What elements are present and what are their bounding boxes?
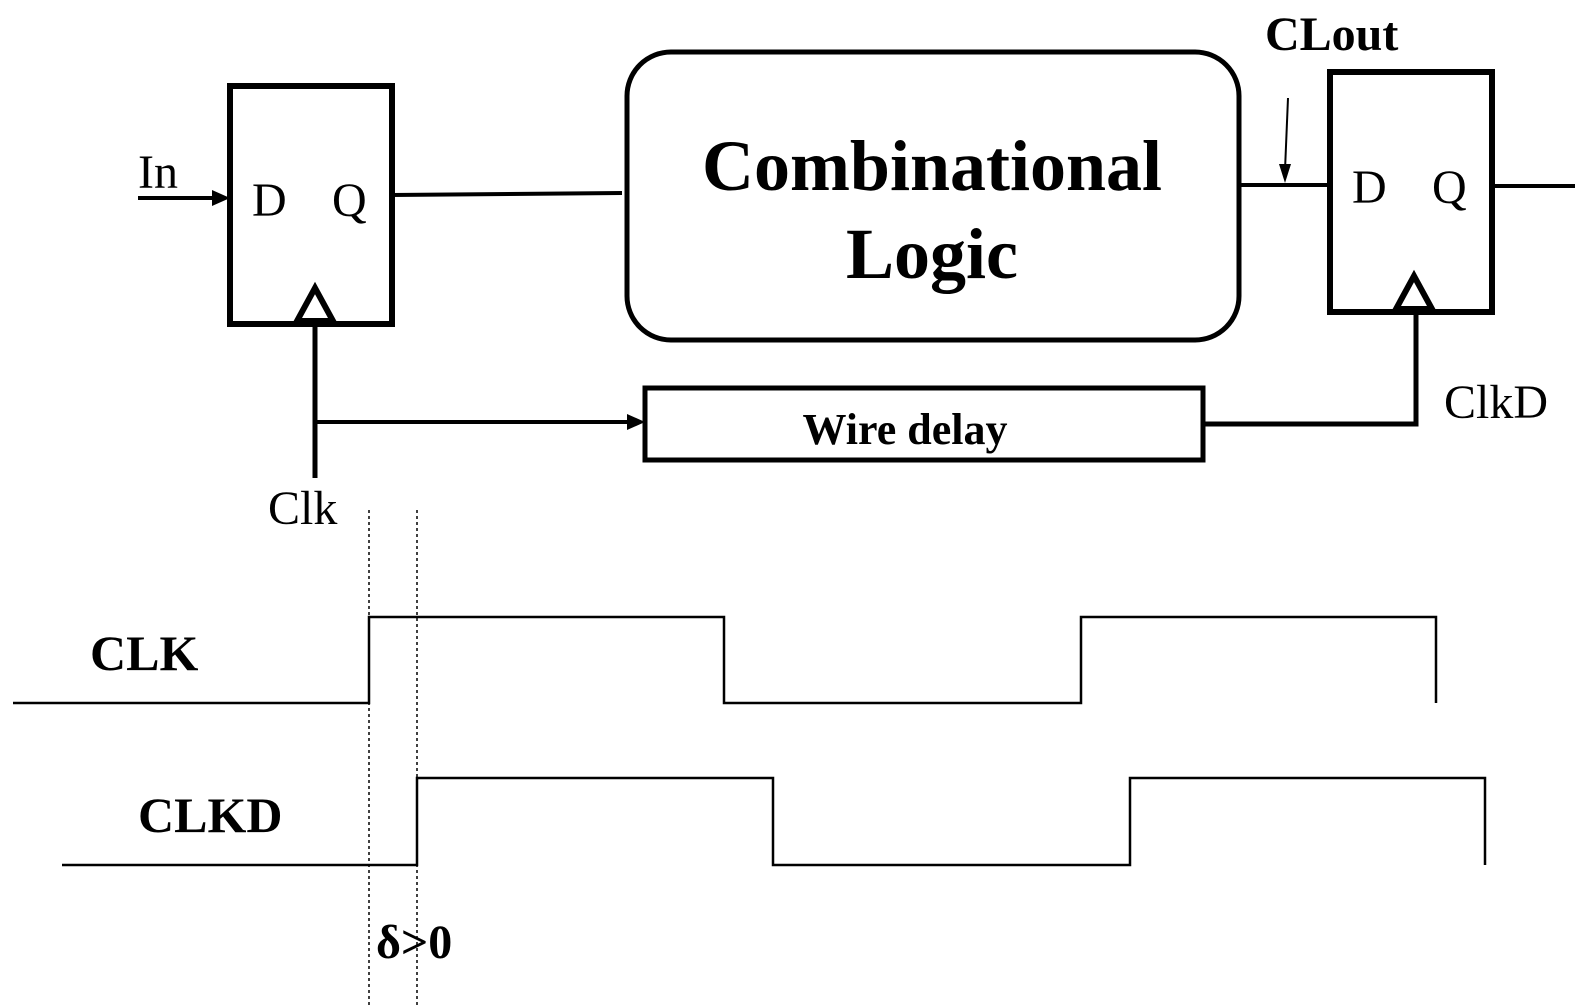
clock-network: Clk [268,322,645,535]
wire-delay-label: Wire delay [803,405,1008,454]
clkd-waveform-label: CLKD [138,787,282,843]
clkd-waveform: CLKD [62,776,1487,867]
input-signal: In [138,146,230,206]
wire-delay-block: Wire delay [642,385,1206,463]
combinational-logic-box [624,49,1242,343]
flip-flop-2-d-label: D [1352,161,1387,214]
flip-flop-1: D Q [227,83,395,327]
wire-delay-arrowhead [627,414,645,430]
input-label: In [138,146,178,199]
flip-flop-1-clock-triangle [291,281,339,324]
delayed-clock-wire: ClkD [1203,310,1548,429]
clk-waveform: CLK [13,615,1438,705]
ff1-to-logic-wire [391,191,623,197]
flip-flop-2-q-label: Q [1432,161,1467,214]
combinational-logic-block: Combinational Logic [624,49,1242,343]
clkd-wire-label: ClkD [1444,376,1548,429]
clk-waveform-label: CLK [90,625,198,681]
clk-wire-label: Clk [268,482,337,535]
skew-label: δ>0 [376,916,452,969]
clkd-signal-trace [62,776,1487,867]
clout-pointer: CLout [1265,8,1398,183]
flip-flop-1-d-label: D [252,174,287,227]
flip-flop-2: D Q [1327,69,1495,315]
combinational-logic-label-line1: Combinational [702,126,1162,206]
clout-arrowhead [1279,164,1291,183]
clout-label: CLout [1265,8,1398,61]
input-arrowhead [212,190,230,206]
flip-flop-2-clock-triangle [1390,269,1438,312]
flip-flop-1-q-label: Q [332,174,367,227]
clk-signal-trace [13,615,1438,705]
combinational-logic-label-line2: Logic [846,214,1018,294]
